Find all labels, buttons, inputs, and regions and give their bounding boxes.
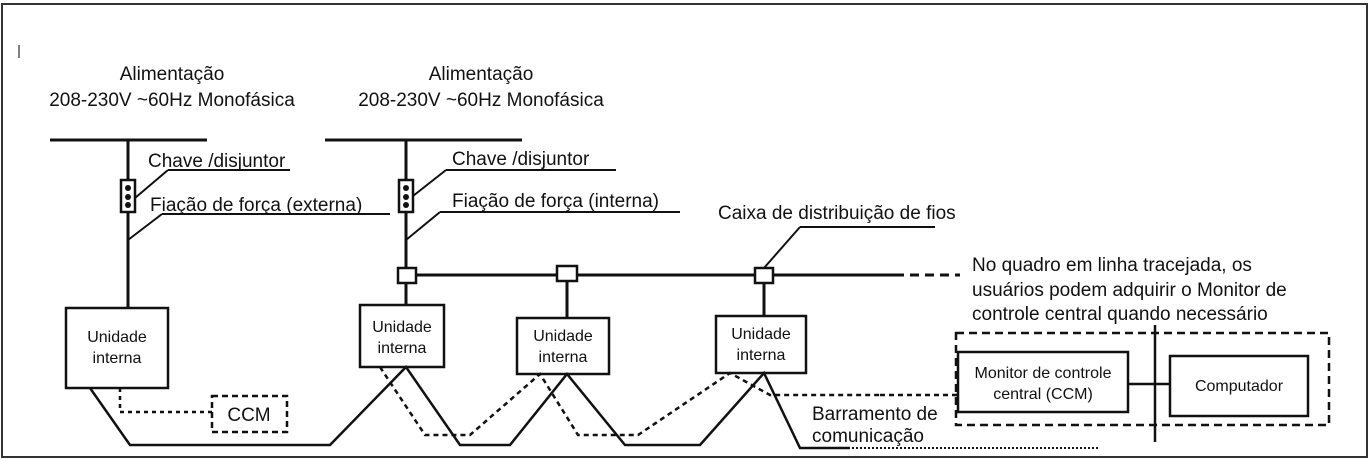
- indoor-unit-label: Unidade: [731, 326, 791, 343]
- switch-left-label: Chave /disjuntor: [148, 151, 286, 172]
- indoor-unit: Unidade interna: [358, 303, 446, 369]
- indoor-unit-label: interna: [93, 350, 142, 367]
- comm-bus-label-1: Barramento de: [812, 404, 938, 425]
- note-line-2: usuários podem adquirir o Monitor de: [972, 280, 1287, 301]
- optional-ccm-frame: [954, 331, 1331, 427]
- ccm-small-label: CCM: [227, 405, 270, 426]
- wiring-external-label: Fiação de força (externa): [150, 195, 362, 216]
- indoor-unit-label: interna: [737, 347, 786, 364]
- communication-bus-dashed: [378, 366, 880, 437]
- indoor-unit-label: Unidade: [372, 319, 432, 336]
- monitor-label-1: Monitor de controle: [975, 365, 1112, 382]
- power-left-spec: 208-230V ~60Hz Monofásica: [49, 90, 295, 111]
- note-line-1: No quadro em linha tracejada, os: [972, 255, 1252, 276]
- power-right-spec: 208-230V ~60Hz Monofásica: [358, 90, 604, 111]
- monitor-label-2: central (CCM): [993, 386, 1093, 403]
- indoor-unit: Unidade interna: [64, 306, 170, 390]
- switch-right-label: Chave /disjuntor: [452, 149, 590, 170]
- computer-box: [1168, 354, 1310, 418]
- power-left-title: Alimentação: [120, 64, 225, 85]
- junction-box: [396, 266, 418, 285]
- power-right-title: Alimentação: [429, 64, 534, 85]
- communication-bus-solid: [88, 365, 850, 450]
- indoor-unit-label: interna: [378, 340, 427, 357]
- junction-box: [753, 266, 775, 285]
- indoor-unit: Unidade interna: [515, 316, 611, 376]
- comm-bus-label-2: comunicação: [812, 426, 924, 447]
- indoor-unit-label: Unidade: [87, 329, 147, 346]
- indoor-unit-label: interna: [539, 349, 588, 366]
- distribution-box-label: Caixa de distribuição de fios: [718, 203, 956, 224]
- indoor-unit-label: Unidade: [533, 328, 593, 345]
- outer-frame: [1, 3, 1368, 458]
- computer-label: Computador: [1195, 378, 1284, 395]
- monitor-box: [956, 350, 1130, 414]
- junction-box: [555, 264, 579, 283]
- indoor-unit: Unidade interna: [714, 314, 808, 375]
- note-line-3: controle central quando necessário: [972, 304, 1268, 325]
- wiring-internal-label: Fiação de força (interna): [452, 191, 659, 212]
- ccm-small-box: [210, 394, 289, 434]
